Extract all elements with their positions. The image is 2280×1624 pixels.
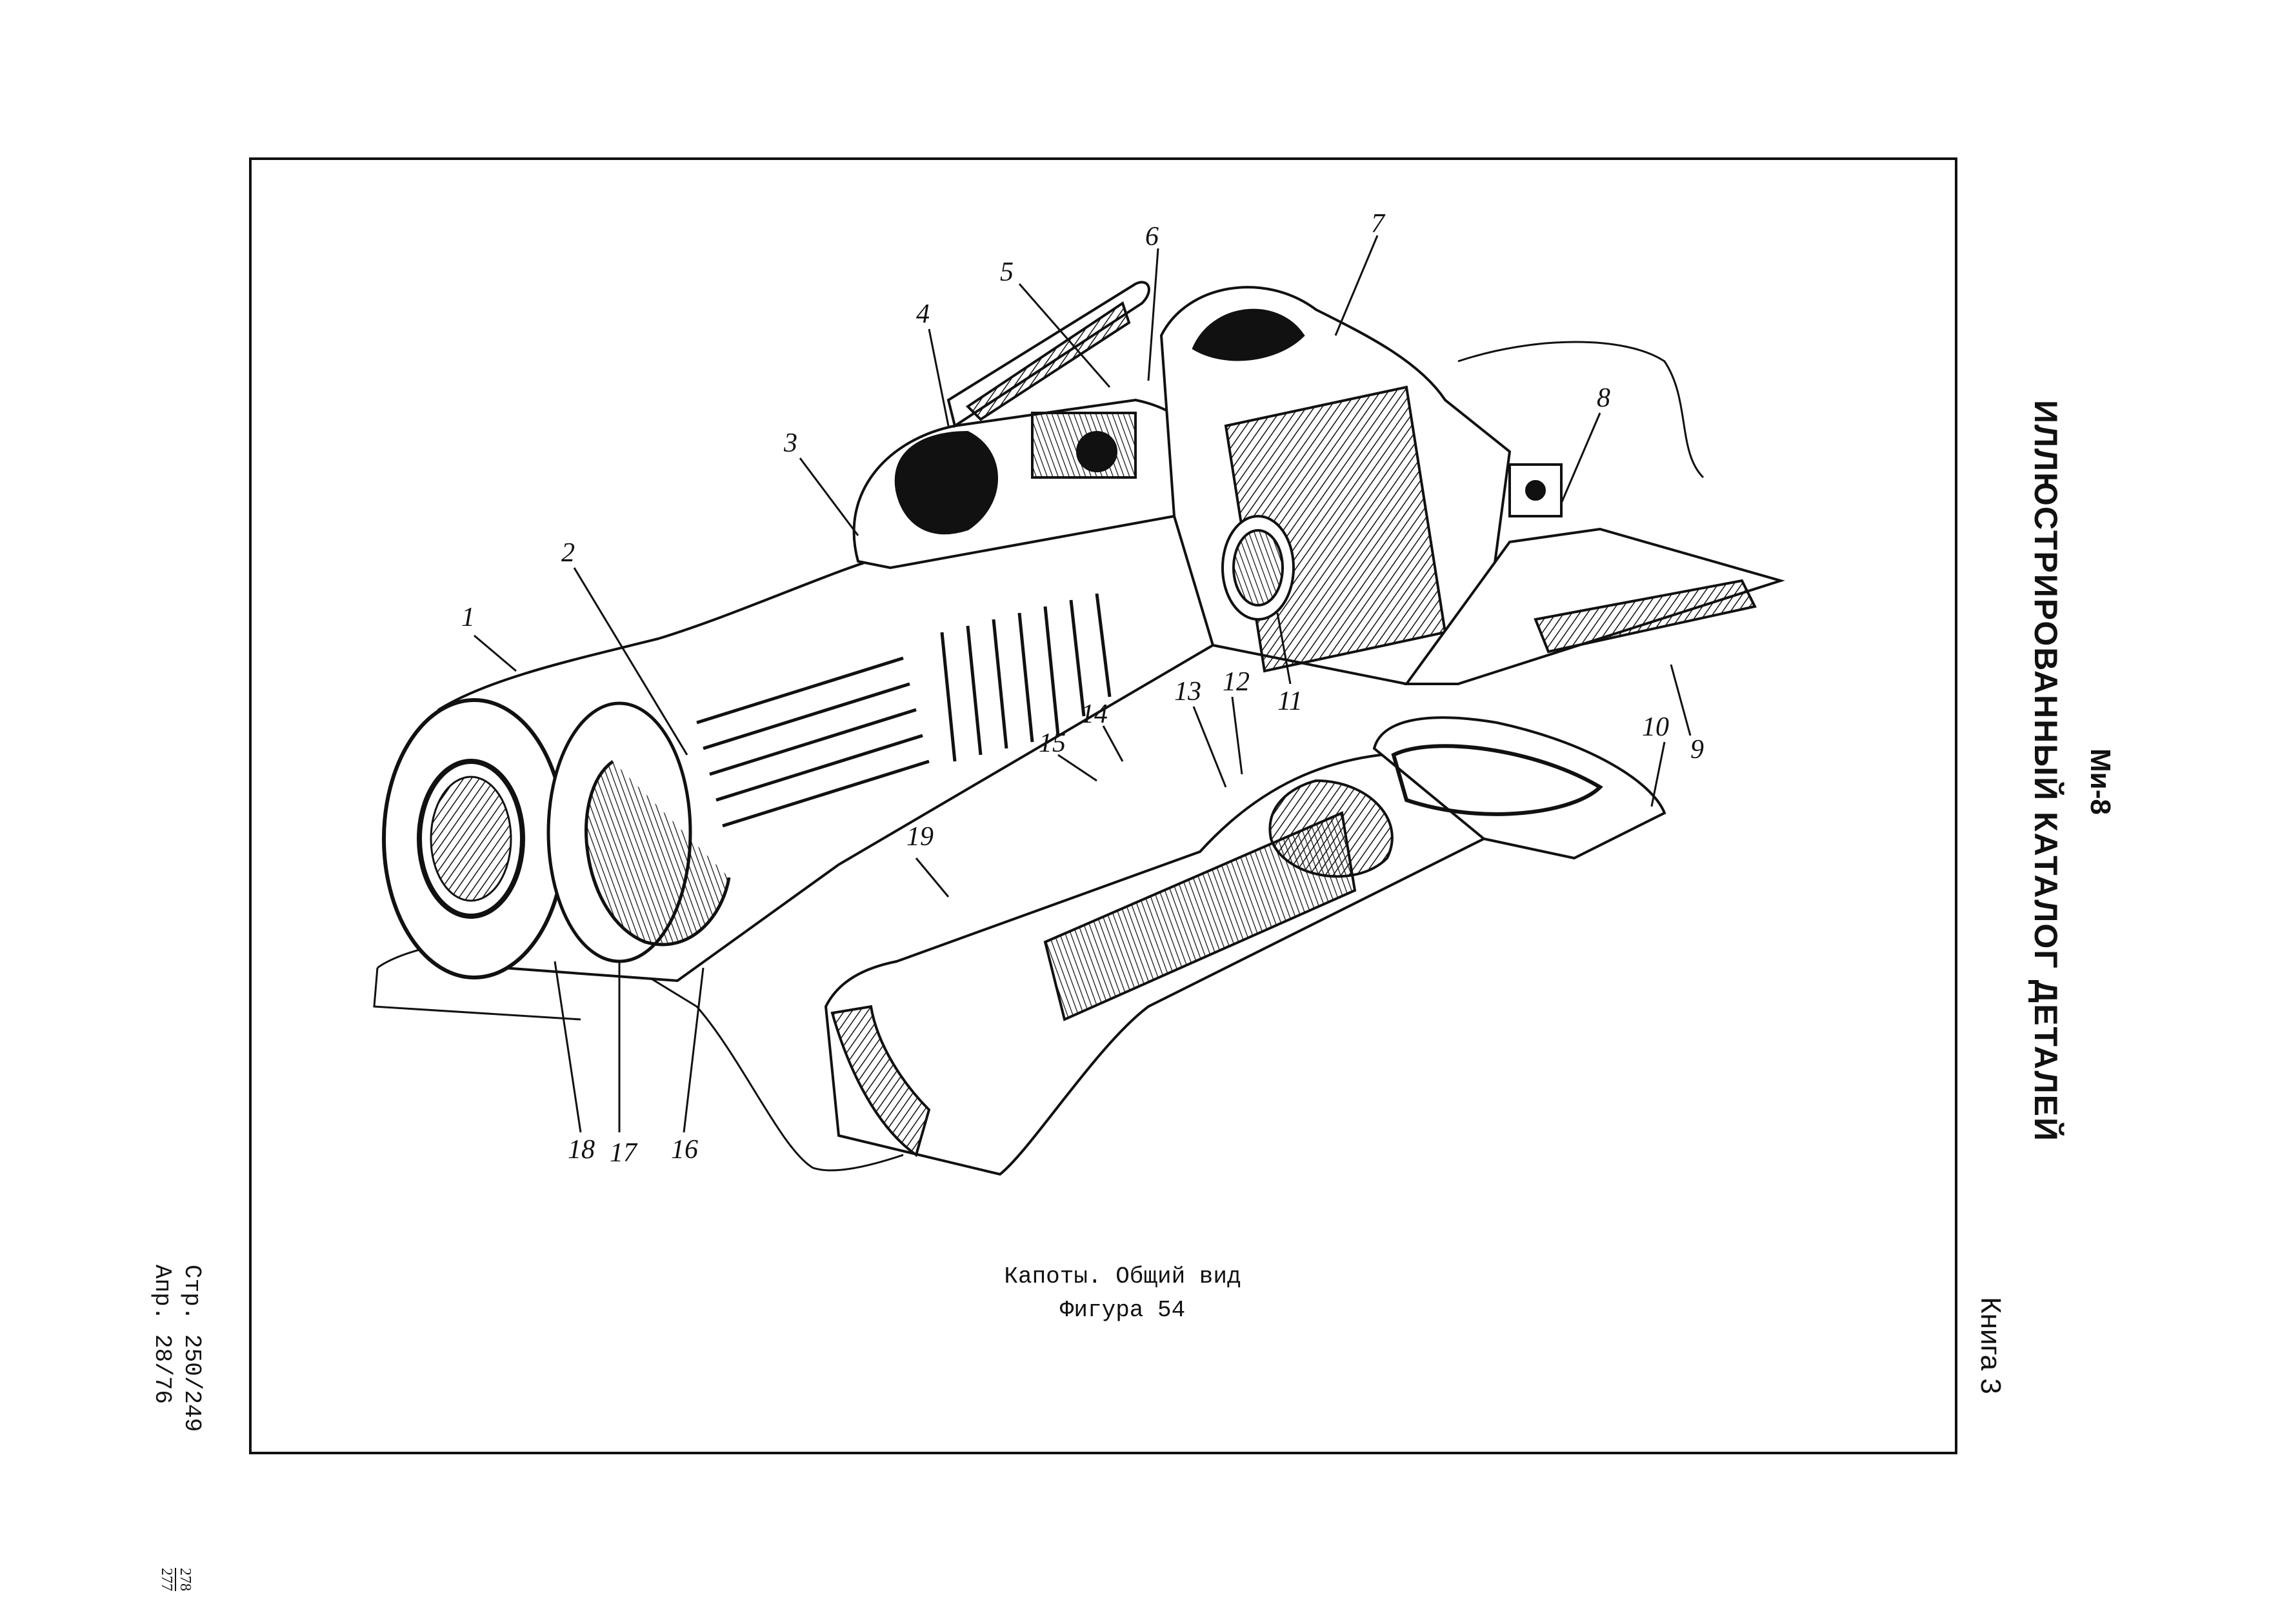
model-title: Ми-8 (2085, 748, 2116, 815)
book-label: Книга 3 (1975, 1297, 2006, 1394)
revision-date: Апр. 28/76 (149, 1265, 175, 1405)
callout-9: 9 (1690, 735, 1704, 765)
callout-1: 1 (461, 603, 475, 632)
tray-section (1404, 463, 1785, 685)
callout-18: 18 (568, 1135, 595, 1165)
sheet-number: 278 277 (157, 1568, 194, 1591)
lower-cowling-panel (824, 716, 1666, 1176)
callout-4: 4 (916, 299, 930, 329)
callout-6: 6 (1145, 222, 1159, 252)
cowling-rear-section (1159, 286, 1512, 686)
callout-19: 19 (906, 822, 934, 852)
callout-7: 7 (1371, 209, 1386, 239)
sheet-number-top: 278 (175, 1568, 194, 1591)
callout-16: 16 (671, 1135, 698, 1165)
callout-14: 14 (1081, 699, 1108, 729)
callout-8: 8 (1597, 383, 1610, 413)
page-info: Стр. 250/249 Апр. 28/76 (147, 1265, 206, 1432)
cowling-center-frame (852, 281, 1217, 570)
engine-cowling-left (382, 501, 1215, 983)
callout-10: 10 (1642, 712, 1669, 742)
figure-caption: Капоты. Общий вид (1004, 1263, 1241, 1290)
callout-15: 15 (1039, 728, 1066, 758)
callout-17: 17 (610, 1138, 638, 1168)
figure-number: Фигура 54 (1059, 1297, 1186, 1323)
leader-lines (474, 235, 1692, 1133)
callout-labels: 1 2 3 4 5 6 7 8 9 10 11 12 13 14 15 16 1… (461, 209, 1704, 1168)
callout-12: 12 (1223, 667, 1250, 697)
catalog-title: ИЛЛЮСТРИРОВАННЫЙ КАТАЛОГ ДЕТАЛЕЙ (2028, 400, 2064, 1142)
callout-3: 3 (783, 428, 797, 458)
callout-13: 13 (1174, 677, 1201, 707)
page-number: Стр. 250/249 (179, 1265, 205, 1432)
figure-frame (249, 157, 1957, 1454)
callout-2: 2 (561, 538, 575, 568)
callout-11: 11 (1277, 687, 1303, 716)
sheet-number-bottom: 277 (158, 1568, 175, 1591)
callout-5: 5 (1000, 257, 1014, 287)
